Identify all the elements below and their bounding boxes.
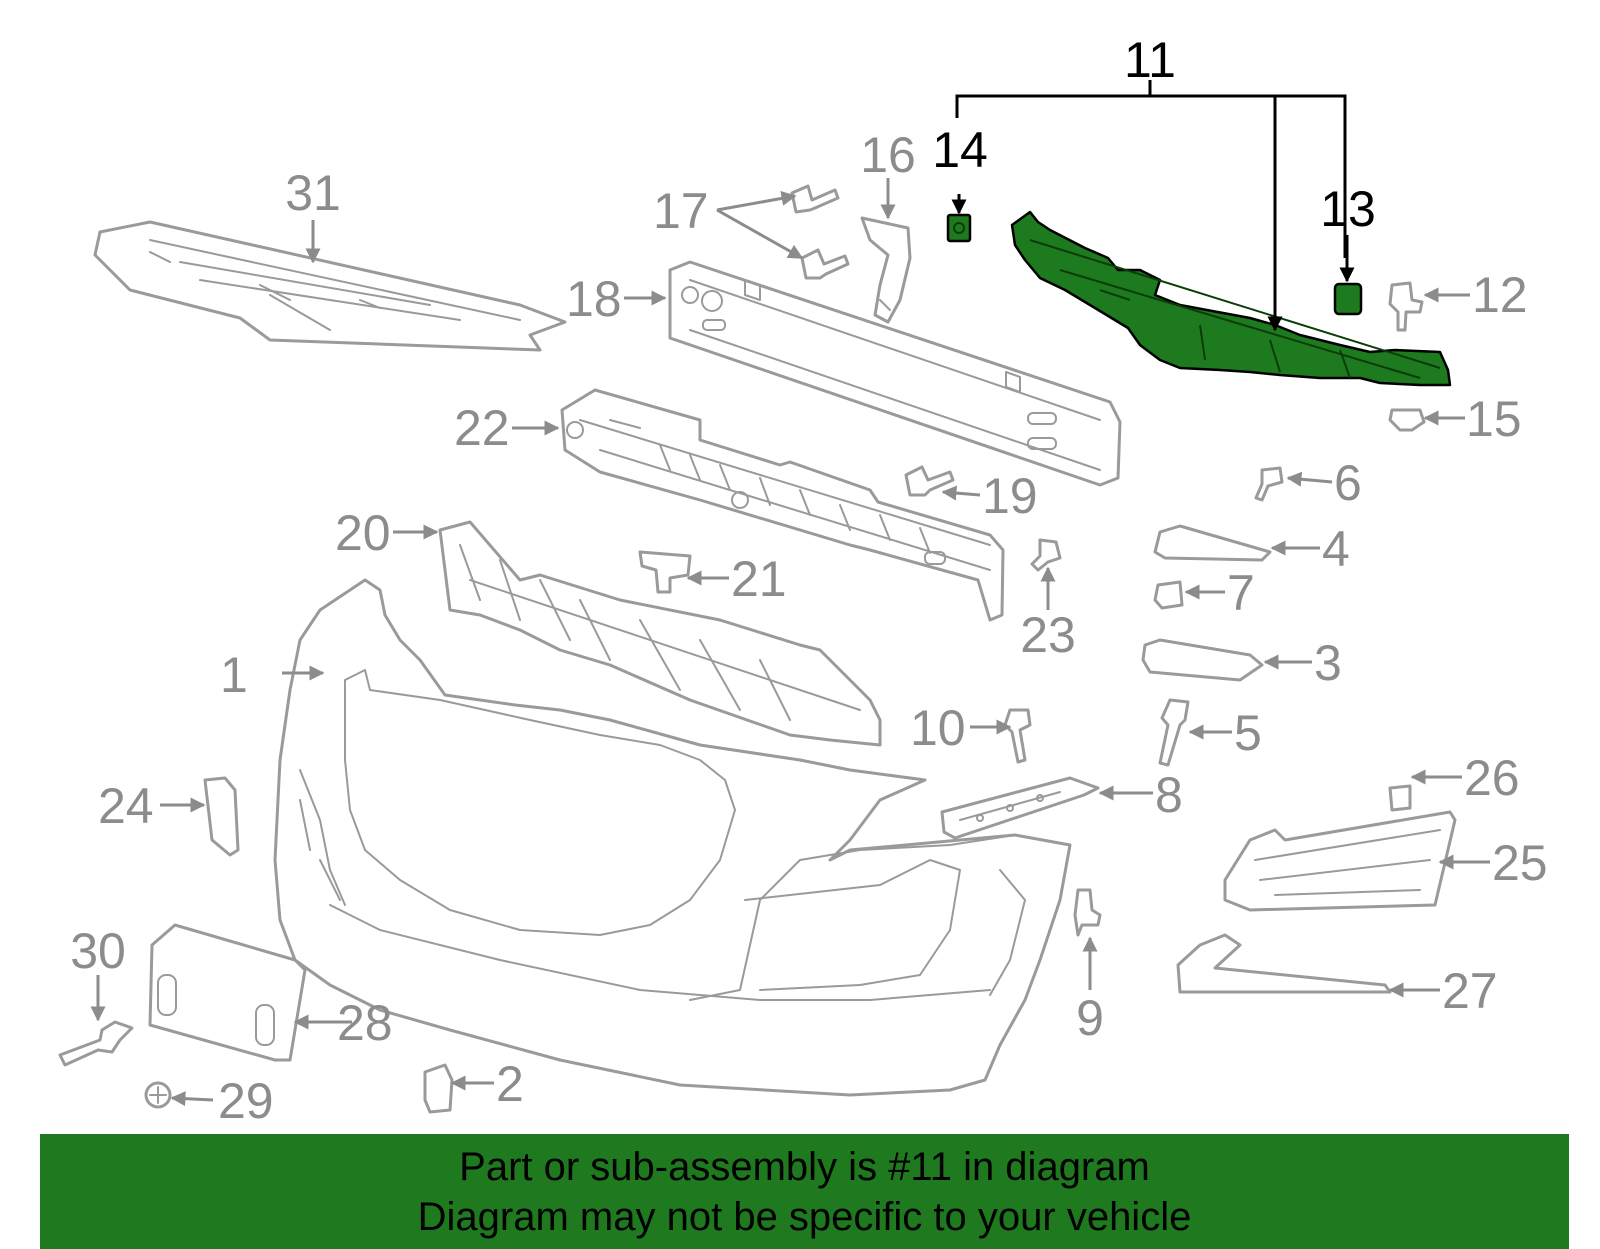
banner-line-2: Diagram may not be specific to your vehi… — [417, 1195, 1192, 1239]
callout-7: 7 — [1227, 565, 1255, 621]
part-11-highlighted-assembly — [946, 210, 1452, 387]
part-3-deflector — [1141, 638, 1264, 682]
part-24-marker — [203, 776, 240, 857]
part-8-strip — [940, 776, 1100, 840]
part-30-pushpin — [58, 1020, 134, 1067]
callout-26: 26 — [1464, 750, 1520, 806]
callout-3: 3 — [1314, 635, 1342, 691]
callout-17: 17 — [653, 183, 709, 239]
part-10-bolt — [1003, 708, 1032, 764]
callout-8: 8 — [1155, 767, 1183, 823]
callout-27: 27 — [1442, 963, 1498, 1019]
callout-2: 2 — [496, 1056, 524, 1112]
callout-23: 23 — [1020, 607, 1076, 663]
callout-13: 13 — [1320, 181, 1376, 237]
callout-11: 11 — [1124, 32, 1176, 88]
part-12-bolt — [1388, 281, 1424, 332]
info-banner: Part or sub-assembly is #11 in diagram D… — [40, 1134, 1569, 1249]
part-20-grille-bracket — [438, 520, 882, 747]
callouts: 11 14 13 16 31 17 18 12 15 22 6 19 20 4 … — [70, 32, 1547, 1129]
callout-20: 20 — [335, 505, 391, 561]
part-22-energy-absorber — [560, 388, 1005, 622]
callout-16: 16 — [860, 127, 916, 183]
part-19-bolt — [904, 465, 955, 497]
callout-15: 15 — [1466, 391, 1522, 447]
callout-12: 12 — [1472, 267, 1528, 323]
callout-4: 4 — [1322, 521, 1350, 577]
callout-18: 18 — [566, 271, 622, 327]
banner-line-1: Part or sub-assembly is #11 in diagram — [459, 1145, 1150, 1189]
part-17-bolt-lower — [800, 248, 850, 280]
part-28-plate-bracket — [148, 923, 307, 1062]
part-25-lamp-bezel — [1223, 810, 1457, 912]
part-6-bolt — [1254, 466, 1284, 502]
leader-lines — [90, 178, 1490, 1107]
part-27-trim — [1176, 933, 1392, 994]
part-29-screw — [144, 1081, 172, 1109]
callout-29: 29 — [218, 1073, 274, 1129]
callout-21: 21 — [731, 551, 787, 607]
part-16-bracket — [860, 216, 912, 324]
callout-22: 22 — [454, 400, 510, 456]
part-17-bolt-upper — [790, 184, 840, 214]
part-23-bolt — [1030, 538, 1062, 572]
callout-19: 19 — [982, 468, 1038, 524]
part-2-clip — [423, 1063, 454, 1114]
part-21-clip — [638, 550, 692, 594]
callout-5: 5 — [1234, 705, 1262, 761]
part-15-clip — [1388, 408, 1426, 432]
callout-30: 30 — [70, 923, 126, 979]
callout-9: 9 — [1076, 990, 1104, 1046]
callout-14: 14 — [932, 122, 988, 178]
callout-6: 6 — [1334, 455, 1362, 511]
callout-28: 28 — [337, 995, 393, 1051]
part-31-upper-cover — [93, 220, 567, 352]
callout-31: 31 — [285, 165, 341, 221]
callout-10: 10 — [910, 700, 966, 756]
part-26-cap — [1388, 784, 1412, 812]
part-18-reinforcement — [668, 260, 1122, 487]
callout-24: 24 — [98, 778, 154, 834]
part-7-clip — [1153, 580, 1184, 610]
part-9-bolt — [1073, 888, 1102, 937]
part-1-bumper-cover — [273, 578, 1072, 1097]
part-4-deflector — [1153, 524, 1272, 562]
callout-25: 25 — [1492, 835, 1548, 891]
part-5-pushpin — [1158, 698, 1190, 767]
leader-11 — [955, 80, 1347, 332]
callout-1: 1 — [220, 647, 248, 703]
